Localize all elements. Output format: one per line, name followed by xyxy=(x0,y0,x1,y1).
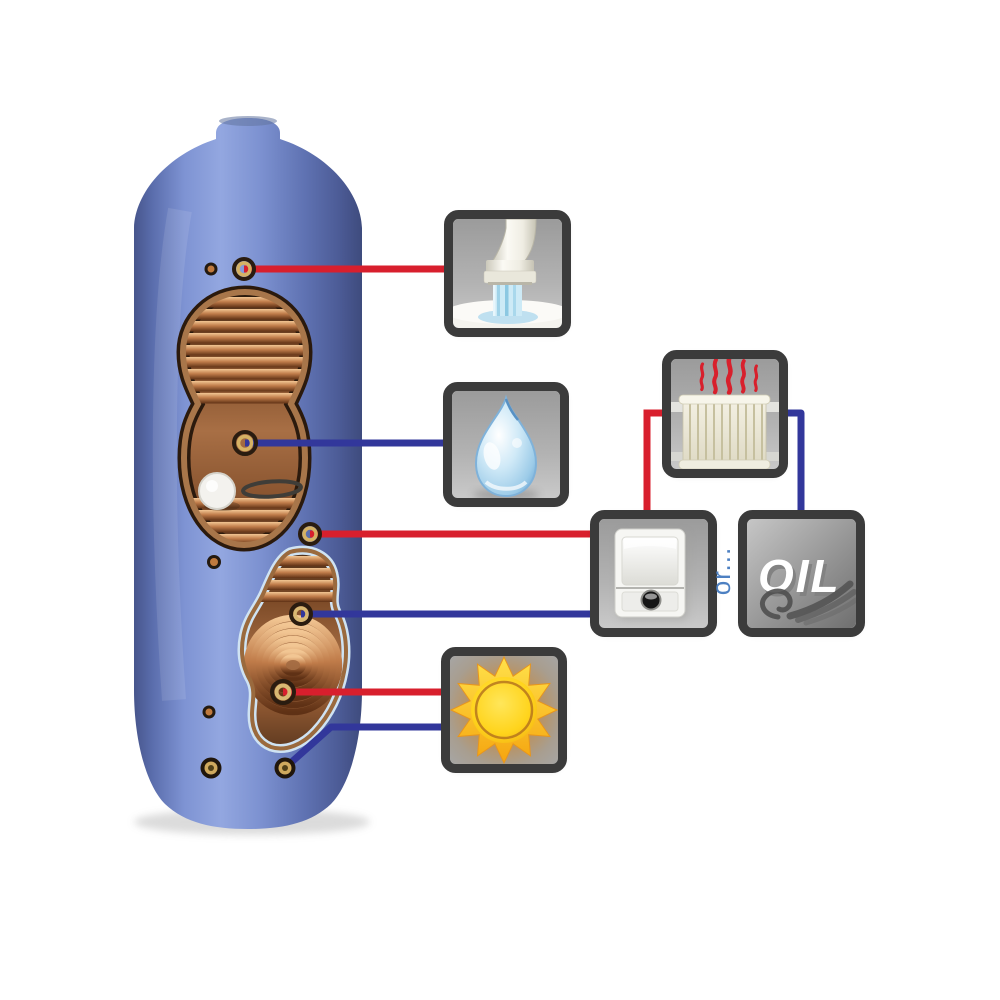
oil-box: OIL OIL xyxy=(738,510,865,637)
heater-cap xyxy=(198,472,236,510)
radiator-fins xyxy=(689,402,763,466)
tap-box-frame xyxy=(444,210,571,337)
solar-return-line xyxy=(283,723,447,770)
solar-coil-cutaway xyxy=(237,545,351,753)
oil-box-frame xyxy=(738,510,865,637)
port-fittings xyxy=(200,257,322,779)
immersion-heater xyxy=(198,472,303,511)
radiator-box xyxy=(662,350,788,478)
cylinder-neck-cap xyxy=(219,116,277,126)
water-droplet-icon xyxy=(473,394,539,498)
boiler-icon xyxy=(614,528,688,620)
boiler-to-radiator-line xyxy=(643,409,666,514)
boiler-box-frame xyxy=(590,510,717,637)
radiator-icon xyxy=(671,359,779,469)
tap-box xyxy=(444,210,571,337)
oil-icon: OIL OIL xyxy=(758,550,856,626)
solar-cutaway-rim xyxy=(240,548,348,751)
cylinder-sheen xyxy=(152,207,192,701)
upper-coil-cutaway xyxy=(176,285,313,552)
droplet-box xyxy=(443,382,569,507)
or-label: or... xyxy=(706,547,736,595)
boiler-box xyxy=(590,510,717,637)
droplet xyxy=(474,394,538,498)
pipe-connections xyxy=(244,265,805,770)
radiator-to-oil-line xyxy=(783,409,805,514)
tap-icon xyxy=(453,219,562,328)
heat-flames xyxy=(699,359,759,395)
hot-water-cylinder xyxy=(134,116,362,829)
cylinder-ports xyxy=(202,262,221,719)
boiler-dial xyxy=(640,589,662,611)
sun-box xyxy=(441,647,567,773)
cutaway-copper-rim xyxy=(179,288,310,549)
sun-core xyxy=(471,677,537,743)
sun-box-frame xyxy=(441,647,567,773)
radiator-box-frame xyxy=(662,350,788,478)
droplet-box-frame xyxy=(443,382,569,507)
sun-icon xyxy=(450,656,559,764)
oil-wave-swoosh xyxy=(760,580,856,626)
heater-element-loop xyxy=(241,479,303,499)
upper-coil-stripes xyxy=(183,297,306,545)
